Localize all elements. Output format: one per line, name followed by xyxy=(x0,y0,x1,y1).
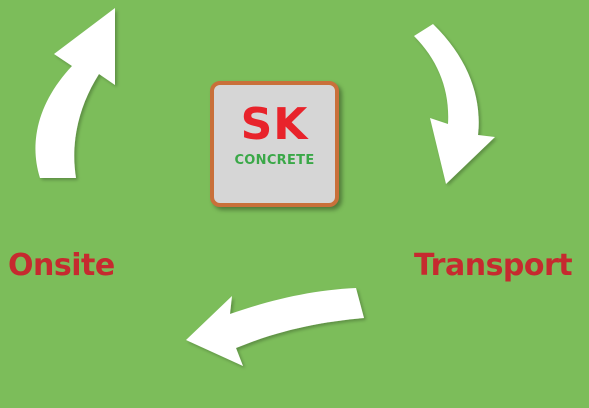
sk-concrete-logo: SK CONCRETE xyxy=(210,81,339,207)
curved-arrow-up-icon xyxy=(35,8,115,178)
step-label-onsite: Onsite xyxy=(8,248,115,283)
logo-title: SK xyxy=(240,99,309,150)
curved-arrow-down-icon xyxy=(414,24,495,184)
logo-subtitle: CONCRETE xyxy=(234,153,315,168)
step-label-transport: Transport xyxy=(414,248,573,283)
curved-arrow-left-icon xyxy=(186,288,364,366)
